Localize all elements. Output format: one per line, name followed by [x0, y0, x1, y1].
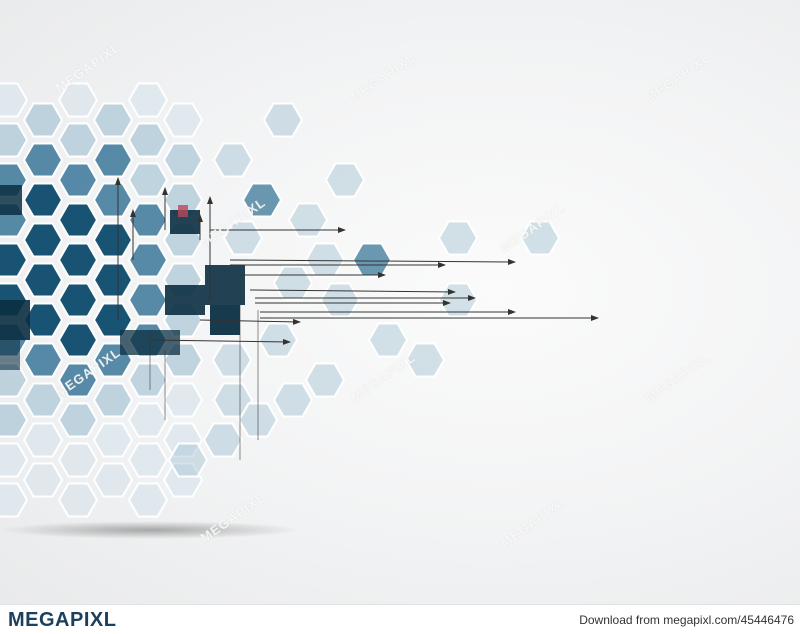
- illustration-canvas: MEGAPIXL MEGAPIXL MEGAPIXL MEGAPIXL MEGA…: [0, 0, 800, 604]
- hexagon: [0, 482, 29, 518]
- hexagon: [162, 382, 204, 418]
- hexagon-grid: [0, 82, 561, 518]
- hexagon: [22, 102, 64, 138]
- hexagon: [287, 202, 329, 238]
- hexagon-tech-artwork: [0, 82, 599, 539]
- hexagon: [0, 402, 29, 438]
- hexagon: [211, 342, 253, 378]
- hexagon: [0, 442, 29, 478]
- hexagon: [127, 362, 169, 398]
- hexagon: [0, 242, 29, 278]
- hexagon: [304, 242, 346, 278]
- footer-bar: MEGAPIXL Download from megapixl.com/4544…: [0, 604, 800, 634]
- hexagon: [262, 102, 304, 138]
- dark-block: [165, 285, 205, 315]
- hexagon: [92, 462, 134, 498]
- hexagon: [241, 182, 283, 218]
- hexagon: [22, 422, 64, 458]
- hexagon: [304, 362, 346, 398]
- hexagon: [92, 382, 134, 418]
- download-link[interactable]: Download from megapixl.com/45446476: [579, 613, 794, 627]
- hexagon: [57, 282, 99, 318]
- hexagon: [92, 182, 134, 218]
- hexagon: [127, 202, 169, 238]
- arrow-line: [249, 288, 456, 295]
- hexagon: [127, 282, 169, 318]
- hexagon: [127, 402, 169, 438]
- hexagon: [127, 82, 169, 118]
- ground-shadow: [0, 521, 300, 539]
- hexagon: [22, 222, 64, 258]
- arrow-line: [199, 318, 301, 325]
- hexagon: [162, 142, 204, 178]
- hexagon: [437, 220, 479, 256]
- hexagon: [212, 142, 254, 178]
- hexagon: [92, 102, 134, 138]
- hexagon: [92, 142, 134, 178]
- hexagon: [127, 242, 169, 278]
- arrow-line: [229, 258, 516, 265]
- red-accent-block: [178, 205, 188, 217]
- hexagon: [202, 422, 244, 458]
- dark-block: [205, 265, 245, 305]
- dark-block: [0, 300, 30, 340]
- hexagon: [57, 242, 99, 278]
- hexagon: [57, 482, 99, 518]
- hexagon: [92, 422, 134, 458]
- hexagon: [519, 220, 561, 256]
- hexagon: [22, 382, 64, 418]
- hexagon: [22, 342, 64, 378]
- hexagon: [127, 442, 169, 478]
- hexagon: [351, 242, 393, 278]
- arrow-line: [149, 338, 291, 345]
- hexagon: [272, 265, 314, 301]
- hexagon: [57, 442, 99, 478]
- hexagon: [367, 322, 409, 358]
- hexagon: [167, 442, 209, 478]
- brand-logo[interactable]: MEGAPIXL: [8, 609, 117, 631]
- hexagon: [319, 282, 361, 318]
- hexagon: [127, 482, 169, 518]
- hexagon: [92, 222, 134, 258]
- hexagon: [57, 202, 99, 238]
- hexagon: [404, 342, 446, 378]
- hexagon: [127, 122, 169, 158]
- hexagon: [162, 102, 204, 138]
- dark-block: [0, 185, 22, 215]
- hexagon: [57, 122, 99, 158]
- hexagon: [0, 82, 29, 118]
- hexagon: [22, 142, 64, 178]
- hexagon: [272, 382, 314, 418]
- hexagon: [57, 362, 99, 398]
- hexagon: [57, 162, 99, 198]
- hexagon: [57, 322, 99, 358]
- hexagon: [57, 402, 99, 438]
- hexagon: [0, 122, 29, 158]
- hexagon: [57, 82, 99, 118]
- hexagon: [92, 262, 134, 298]
- hexagon: [22, 262, 64, 298]
- hexagon: [22, 462, 64, 498]
- arrow-lines: [115, 177, 599, 460]
- hexagon: [127, 162, 169, 198]
- hexagon: [324, 162, 366, 198]
- hexagon: [22, 182, 64, 218]
- dark-block: [0, 340, 20, 370]
- hexagon: [257, 322, 299, 358]
